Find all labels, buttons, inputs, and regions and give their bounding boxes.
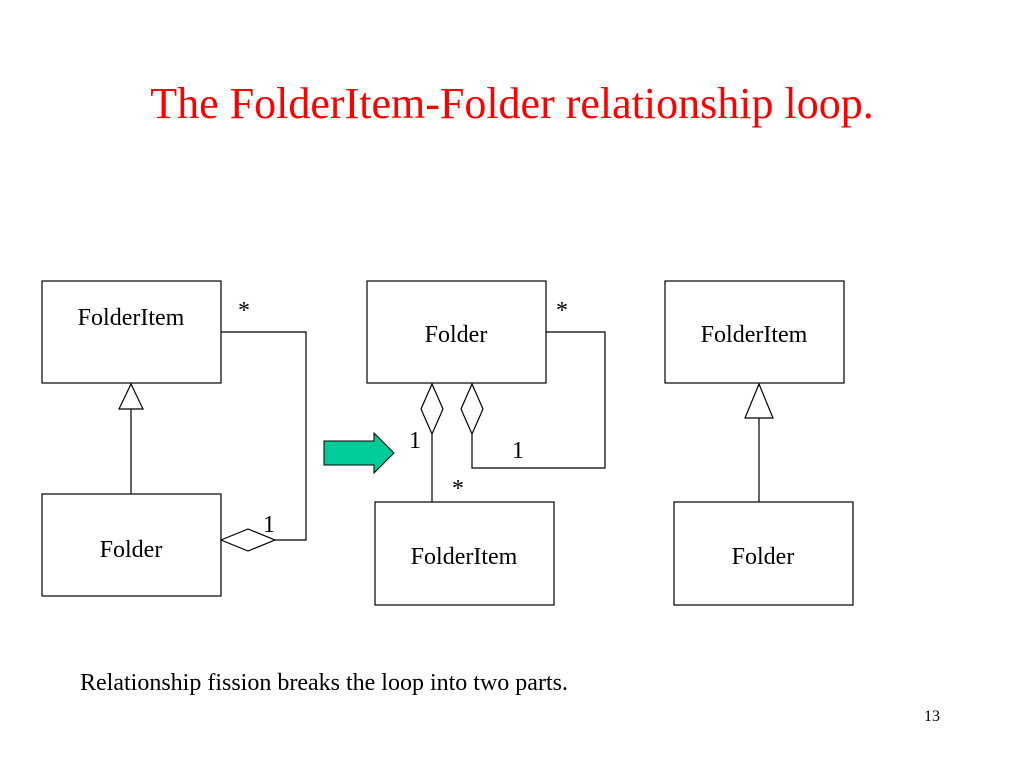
middle-diagram: Folder FolderItem * 1 1 * <box>366 280 606 606</box>
left-aggregation-diamond-icon <box>219 528 277 552</box>
middle-folderitem-box <box>374 501 555 606</box>
left-folderitem-box <box>41 280 222 384</box>
middle-self-loop-association <box>471 331 606 469</box>
slide-title: The FolderItem-Folder relationship loop. <box>150 79 874 128</box>
middle-multiplicity-top: * <box>556 298 568 324</box>
right-folderitem-label: FolderItem <box>701 322 808 348</box>
left-folderitem-label: FolderItem <box>78 305 185 331</box>
middle-right-aggregation-diamond-icon <box>460 382 484 436</box>
right-diagram: FolderItem Folder <box>664 280 854 606</box>
middle-left-aggregation-diamond-icon <box>420 382 444 436</box>
left-inheritance-triangle-icon <box>118 382 144 410</box>
right-folder-box <box>673 501 854 606</box>
slide-caption: Relationship fission breaks the loop int… <box>80 670 568 696</box>
left-folder-label: Folder <box>100 537 163 563</box>
right-folder-label: Folder <box>732 544 795 570</box>
right-inheritance-triangle-icon <box>744 382 774 419</box>
middle-multiplicity-many-bottom: * <box>452 476 464 502</box>
middle-multiplicity-one-right: 1 <box>512 438 524 464</box>
right-folderitem-box <box>664 280 845 384</box>
middle-folder-box <box>366 280 547 384</box>
middle-folderitem-label: FolderItem <box>411 544 518 570</box>
left-multiplicity-one: 1 <box>263 512 275 538</box>
slide-number: 13 <box>924 708 940 725</box>
left-diagram: FolderItem Folder * 1 <box>41 280 307 597</box>
left-folder-box <box>41 493 222 597</box>
middle-folder-label: Folder <box>425 322 488 348</box>
middle-multiplicity-one-left: 1 <box>409 428 421 454</box>
left-loop-association <box>221 331 307 541</box>
left-multiplicity-many: * <box>238 298 250 324</box>
transform-arrow-icon <box>323 431 395 475</box>
